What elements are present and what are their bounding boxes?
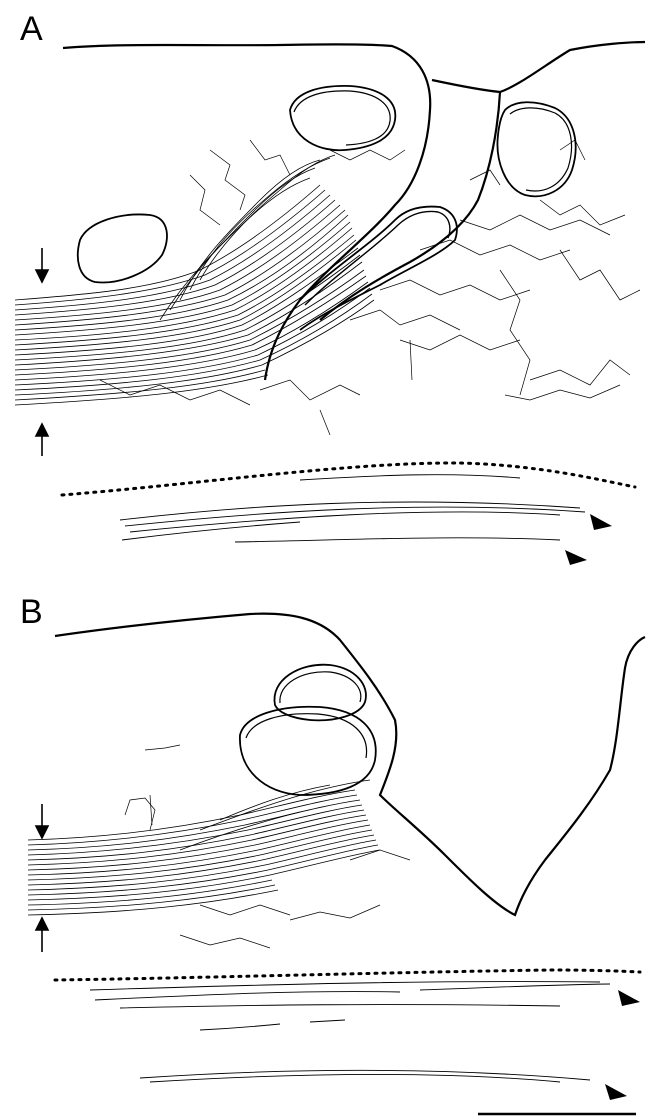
arrowhead-icon	[618, 990, 640, 1006]
vessel-outline-b1b	[280, 672, 361, 703]
vessel-outline-b1	[274, 665, 366, 721]
panel-a	[15, 42, 645, 565]
long-fibers-b	[90, 982, 610, 1082]
dotted-boundary-a	[62, 463, 635, 495]
vessel-outline-a1	[290, 86, 395, 150]
long-fibers-a	[120, 475, 585, 542]
down-arrow-icon	[36, 248, 48, 282]
up-arrow-icon	[36, 424, 48, 456]
down-arrow-icon	[36, 804, 48, 838]
arrowhead-icon	[605, 1084, 627, 1100]
panel-b	[28, 614, 645, 1114]
tissue-inner-loop-a	[300, 207, 457, 330]
sparse-fibers-a	[100, 140, 640, 435]
vessel-outline-a2	[497, 102, 575, 196]
vessel-outline-a1b	[294, 91, 390, 145]
arrowhead-icon	[590, 514, 612, 530]
up-arrow-icon	[36, 918, 48, 952]
fiber-bundle-b	[28, 780, 380, 915]
dotted-boundary-b	[55, 970, 640, 980]
vessel-outline-a3	[78, 214, 167, 282]
tissue-outline-b	[55, 614, 645, 915]
tissue-outline-a	[63, 42, 645, 380]
vessel-outline-a2b	[510, 108, 572, 191]
arrowhead-icon	[565, 550, 587, 565]
